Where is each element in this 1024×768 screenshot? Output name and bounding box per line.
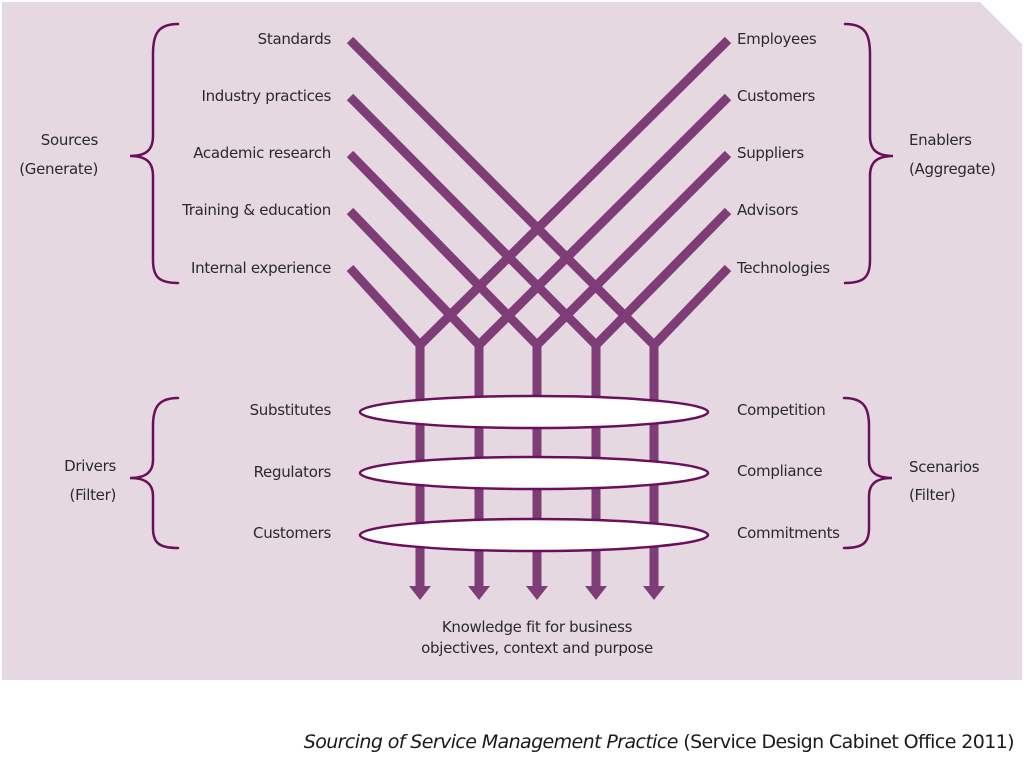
- enabler-flow-line: [592, 207, 732, 349]
- enabler-label: Employees: [737, 30, 817, 48]
- sources-brace-icon: [129, 22, 180, 285]
- enabler-label: Customers: [737, 87, 815, 105]
- enablers-group-sublabel: (Aggregate): [909, 160, 996, 178]
- drivers-group-label: Drivers: [64, 457, 116, 475]
- enabler-label: Suppliers: [737, 144, 804, 162]
- outcome-line-1: Knowledge fit for business: [442, 618, 633, 636]
- enabler-flow-line: [533, 150, 732, 349]
- source-flow-line: [346, 207, 483, 349]
- source-flow-line: [346, 150, 541, 349]
- outcome-line-2: objectives, context and purpose: [421, 639, 653, 657]
- outcome-text: Knowledge fit for business objectives, c…: [421, 618, 653, 657]
- source-flow-line: [346, 36, 658, 349]
- source-label: Academic research: [193, 144, 331, 162]
- source-label: Standards: [258, 30, 332, 48]
- enabler-flow-line: [416, 36, 732, 349]
- down-arrow-icon: [526, 586, 548, 600]
- scenario-label: Competition: [737, 401, 826, 419]
- driver-labels: Substitutes Regulators Customers: [250, 401, 332, 542]
- scenario-labels: Competition Compliance Commitments: [737, 401, 840, 542]
- drivers-group-sublabel: (Filter): [70, 486, 116, 504]
- filter-ellipses: [358, 394, 710, 553]
- source-labels: Standards Industry practices Academic re…: [181, 30, 332, 277]
- caption-title: Sourcing of Service Management Practice: [303, 731, 679, 753]
- sources-group-label: Sources: [41, 131, 99, 149]
- enabler-label: Technologies: [736, 259, 830, 277]
- drivers-brace-icon: [129, 396, 180, 550]
- down-arrow-icon: [468, 586, 490, 600]
- driver-label: Customers: [253, 524, 331, 542]
- scenarios-brace-icon: [842, 396, 893, 550]
- source-label: Internal experience: [191, 259, 331, 277]
- source-flow-line: [346, 93, 600, 349]
- enablers-group-label: Enablers: [909, 131, 972, 149]
- enabler-label: Advisors: [737, 201, 799, 219]
- braces: [129, 22, 894, 550]
- source-flow-line: [346, 264, 424, 349]
- down-arrow-icon: [409, 586, 431, 600]
- enabler-flow-line: [650, 264, 732, 349]
- driver-label: Regulators: [254, 463, 332, 481]
- caption-source: (Service Design Cabinet Office 2011): [683, 731, 1014, 753]
- enablers-brace-icon: [843, 22, 894, 285]
- source-label: Industry practices: [201, 87, 331, 105]
- enabler-flow-line: [475, 93, 732, 349]
- scenarios-group-label: Scenarios: [909, 458, 980, 476]
- down-arrow-icon: [585, 586, 607, 600]
- sources-group-sublabel: (Generate): [19, 160, 98, 178]
- scenario-label: Commitments: [737, 524, 840, 542]
- enabler-labels: Employees Customers Suppliers Advisors T…: [736, 30, 831, 277]
- group-labels: Sources (Generate) Enablers (Aggregate) …: [19, 131, 996, 504]
- filter-ellipse-3: [358, 517, 710, 553]
- scenario-label: Compliance: [737, 462, 822, 480]
- source-label: Training & education: [181, 201, 331, 219]
- driver-label: Substitutes: [250, 401, 332, 419]
- filter-ellipse-1: [358, 394, 710, 430]
- figure-caption: Sourcing of Service Management Practice …: [303, 731, 1015, 753]
- scenarios-group-sublabel: (Filter): [909, 486, 955, 504]
- filter-ellipse-2: [358, 455, 710, 491]
- diagram-panel: [2, 2, 1022, 680]
- down-arrow-icon: [643, 586, 665, 600]
